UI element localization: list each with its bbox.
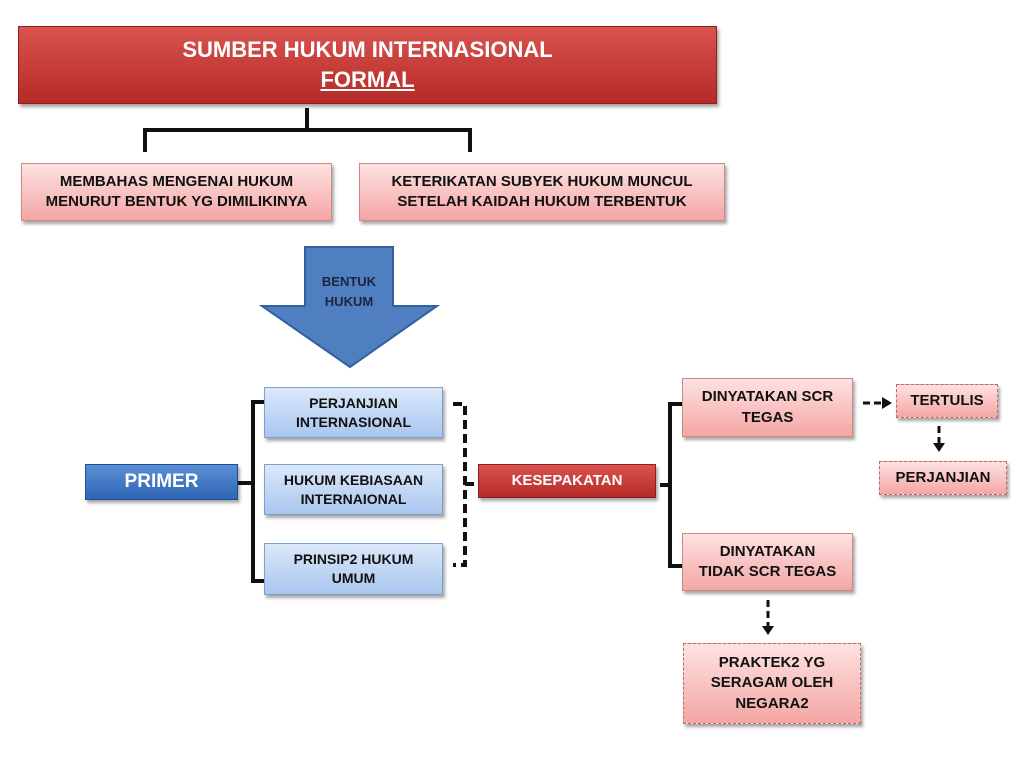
text: NEGARA2 <box>735 694 809 712</box>
box-bentuk: MEMBAHAS MENGENAI HUKUM MENURUT BENTUK Y… <box>21 163 332 221</box>
text: INTERNAIONAL <box>300 490 407 507</box>
text: HUKUM KEBIASAAN <box>283 471 424 488</box>
text: INTERNASIONAL <box>295 413 412 430</box>
text: TEGAS <box>741 408 794 426</box>
text: DINYATAKAN <box>719 542 816 560</box>
arrow-label: BENTUK HUKUM <box>305 272 393 312</box>
text: PERJANJIAN <box>309 394 398 411</box>
block-arrow-down-icon <box>258 246 441 369</box>
text: BENTUK <box>321 274 377 289</box>
kesepakatan-box: KESEPAKATAN <box>478 464 656 498</box>
primer-box: PRIMER <box>85 464 238 500</box>
box-keterikatan: KETERIKATAN SUBYEK HUKUM MUNCUL SETELAH … <box>359 163 725 221</box>
praktek-box: PRAKTEK2 YG SERAGAM OLEH NEGARA2 <box>683 643 861 724</box>
primer-bracket <box>238 400 264 583</box>
source-box: PRINSIP2 HUKUM UMUM <box>264 543 443 595</box>
perjanjian-box: PERJANJIAN <box>879 461 1007 495</box>
text: SERAGAM OLEH <box>710 674 834 692</box>
text: KESEPAKATAN <box>511 471 623 489</box>
text: TERTULIS <box>910 391 984 409</box>
text: KETERIKATAN SUBYEK HUKUM MUNCUL <box>391 172 693 190</box>
text: PERJANJIAN <box>895 468 991 486</box>
text: SETELAH KAIDAH HUKUM TERBENTUK <box>397 193 687 210</box>
text: MEMBAHAS MENGENAI HUKUM <box>59 172 294 190</box>
text: TIDAK SCR TEGAS <box>698 563 837 580</box>
source-box: PERJANJIAN INTERNASIONAL <box>264 387 443 438</box>
kesepakatan-dashed-bracket <box>453 402 478 567</box>
title-line2: FORMAL <box>320 67 415 92</box>
text: PRAKTEK2 YG <box>718 654 826 672</box>
source-box: HUKUM KEBIASAAN INTERNAIONAL <box>264 464 443 515</box>
kesepakatan-bracket <box>660 402 682 568</box>
text: UMUM <box>331 570 376 586</box>
tegas-box: DINYATAKAN SCR TEGAS <box>682 378 853 437</box>
text: MENURUT BENTUK YG DIMILIKINYA <box>45 193 308 210</box>
top-bracket <box>143 108 472 152</box>
title-box: SUMBER HUKUM INTERNASIONAL FORMAL <box>18 26 717 104</box>
tertulis-box: TERTULIS <box>896 384 998 418</box>
title-line1: SUMBER HUKUM INTERNASIONAL <box>182 37 553 63</box>
text: HUKUM <box>324 294 374 310</box>
tidak-tegas-box: DINYATAKAN TIDAK SCR TEGAS <box>682 533 853 591</box>
text: DINYATAKAN SCR <box>701 388 834 406</box>
text: PRINSIP2 HUKUM <box>293 551 414 568</box>
text: PRIMER <box>124 471 199 493</box>
